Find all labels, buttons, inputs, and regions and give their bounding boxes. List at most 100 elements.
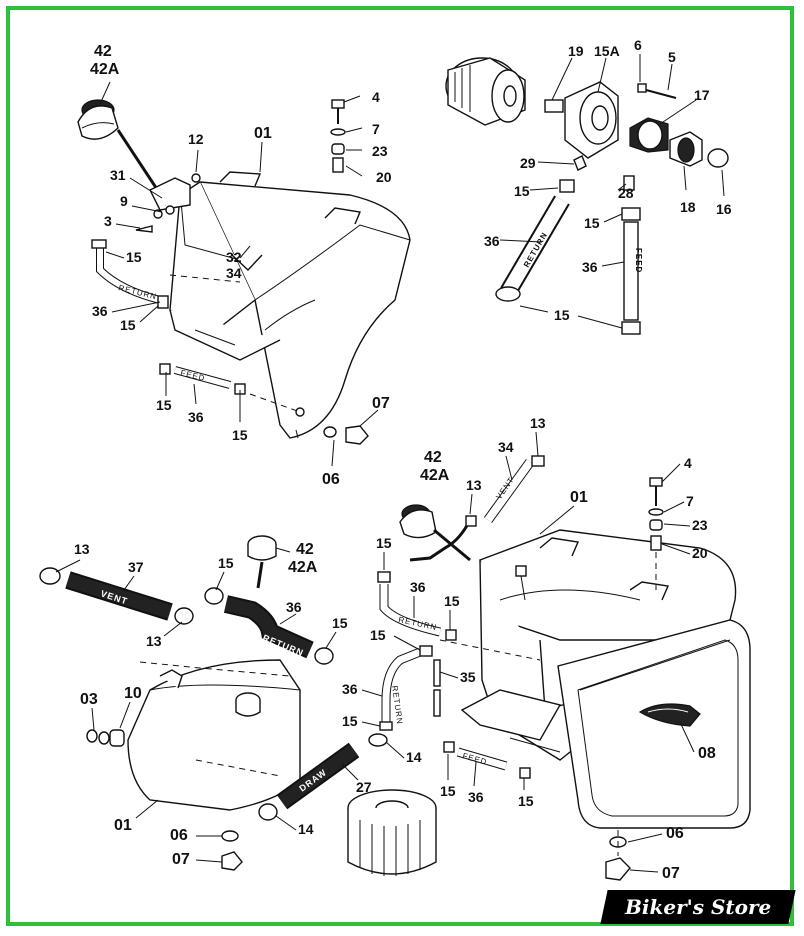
label-23: 23 bbox=[692, 517, 708, 533]
label-28: 28 bbox=[618, 185, 634, 201]
assembly-top-left: RETURN FEED bbox=[77, 99, 411, 445]
label-36: 36 bbox=[286, 599, 302, 615]
label-16: 16 bbox=[716, 201, 732, 217]
tube-label-return-4: RETURN bbox=[390, 685, 404, 725]
label-15: 15 bbox=[554, 307, 570, 323]
label-07: 07 bbox=[662, 865, 680, 882]
label-03: 03 bbox=[80, 691, 98, 708]
label-27: 27 bbox=[356, 779, 372, 795]
label-06: 06 bbox=[170, 827, 188, 844]
label-36: 36 bbox=[342, 681, 358, 697]
label-14: 14 bbox=[298, 821, 314, 837]
label-36: 36 bbox=[188, 409, 204, 425]
vent-hose-37: VENT bbox=[65, 571, 173, 621]
label-15: 15 bbox=[332, 615, 348, 631]
label-3: 3 bbox=[104, 213, 112, 229]
tube-label-feed-1: FEED bbox=[180, 368, 207, 383]
label-6: 6 bbox=[634, 37, 642, 53]
label-15: 15 bbox=[126, 249, 142, 265]
feed-hose-top-right: FEED bbox=[621, 207, 643, 335]
label-42a: 42A bbox=[90, 61, 120, 78]
valve-17-18 bbox=[629, 117, 729, 168]
label-42: 42 bbox=[94, 43, 112, 60]
label-42a: 42A bbox=[420, 467, 450, 484]
label-36: 36 bbox=[410, 579, 426, 595]
label-4: 4 bbox=[372, 89, 380, 105]
filter-mount-15a bbox=[544, 81, 619, 159]
label-42: 42 bbox=[424, 449, 442, 466]
label-7: 7 bbox=[686, 493, 694, 509]
label-5: 5 bbox=[668, 49, 676, 65]
label-20: 20 bbox=[692, 545, 708, 561]
label-29: 29 bbox=[520, 155, 536, 171]
label-13: 13 bbox=[466, 477, 482, 493]
label-01: 01 bbox=[114, 817, 132, 834]
store-name: Biker's Store bbox=[624, 895, 772, 919]
label-42a: 42A bbox=[288, 559, 318, 576]
label-14: 14 bbox=[406, 749, 422, 765]
label-7: 7 bbox=[372, 121, 380, 137]
label-15: 15 bbox=[156, 397, 172, 413]
return-hose-top-right: RETURN bbox=[495, 195, 570, 302]
label-17: 17 bbox=[694, 87, 710, 103]
label-32: 32 bbox=[226, 249, 242, 265]
label-15: 15 bbox=[518, 793, 534, 809]
oil-filter-bottom bbox=[347, 789, 437, 876]
label-13: 13 bbox=[530, 415, 546, 431]
leader-lines-bottom bbox=[55, 431, 695, 873]
assembly-bottom-right: VENT bbox=[368, 455, 751, 881]
oil-tank-bottom-left bbox=[127, 659, 301, 811]
part-labels: 42 42A 12 01 31 9 3 32 34 15 36 15 15 36… bbox=[74, 37, 732, 882]
label-18: 18 bbox=[680, 199, 696, 215]
label-36: 36 bbox=[468, 789, 484, 805]
green-frame bbox=[6, 6, 794, 926]
label-01: 01 bbox=[254, 125, 272, 142]
label-15: 15 bbox=[342, 713, 358, 729]
label-15: 15 bbox=[120, 317, 136, 333]
label-13: 13 bbox=[74, 541, 90, 557]
label-19: 19 bbox=[568, 43, 584, 59]
label-15: 15 bbox=[376, 535, 392, 551]
filler-cap-42 bbox=[247, 535, 277, 589]
label-15: 15 bbox=[218, 555, 234, 571]
label-4: 4 bbox=[684, 455, 692, 471]
label-15: 15 bbox=[370, 627, 386, 643]
oil-filter-top bbox=[445, 57, 526, 126]
emblem-wings-icon bbox=[638, 703, 701, 727]
label-36: 36 bbox=[582, 259, 598, 275]
label-12: 12 bbox=[188, 131, 204, 147]
label-01: 01 bbox=[570, 489, 588, 506]
label-13: 13 bbox=[146, 633, 162, 649]
leader-lines bbox=[99, 54, 725, 467]
label-34: 34 bbox=[226, 265, 242, 281]
label-07: 07 bbox=[172, 851, 190, 868]
draw-hose-27: DRAW bbox=[276, 742, 360, 810]
label-06: 06 bbox=[322, 471, 340, 488]
label-15: 15 bbox=[584, 215, 600, 231]
label-07: 07 bbox=[372, 395, 390, 412]
tube-label-feed-2: FEED bbox=[634, 248, 643, 273]
oil-tank-bottom-right bbox=[460, 529, 737, 761]
assembly-top-right: RETURN FEED bbox=[445, 57, 729, 335]
label-06: 06 bbox=[666, 825, 684, 842]
label-15a: 15A bbox=[594, 43, 620, 59]
label-08: 08 bbox=[698, 745, 716, 762]
label-34: 34 bbox=[498, 439, 514, 455]
tube-label-return-1: RETURN bbox=[118, 283, 158, 301]
label-36: 36 bbox=[92, 303, 108, 319]
label-23: 23 bbox=[372, 143, 388, 159]
side-cover-08 bbox=[557, 619, 751, 829]
label-20: 20 bbox=[376, 169, 392, 185]
dipstick-cap-42-bottom bbox=[399, 504, 471, 562]
label-15: 15 bbox=[440, 783, 456, 799]
label-31: 31 bbox=[110, 167, 126, 183]
label-42: 42 bbox=[296, 541, 314, 558]
label-15: 15 bbox=[232, 427, 248, 443]
label-35: 35 bbox=[460, 669, 476, 685]
label-36: 36 bbox=[484, 233, 500, 249]
label-37: 37 bbox=[128, 559, 144, 575]
label-10: 10 bbox=[124, 685, 142, 702]
tube-label-feed-3: FEED bbox=[461, 751, 488, 767]
label-9: 9 bbox=[120, 193, 128, 209]
